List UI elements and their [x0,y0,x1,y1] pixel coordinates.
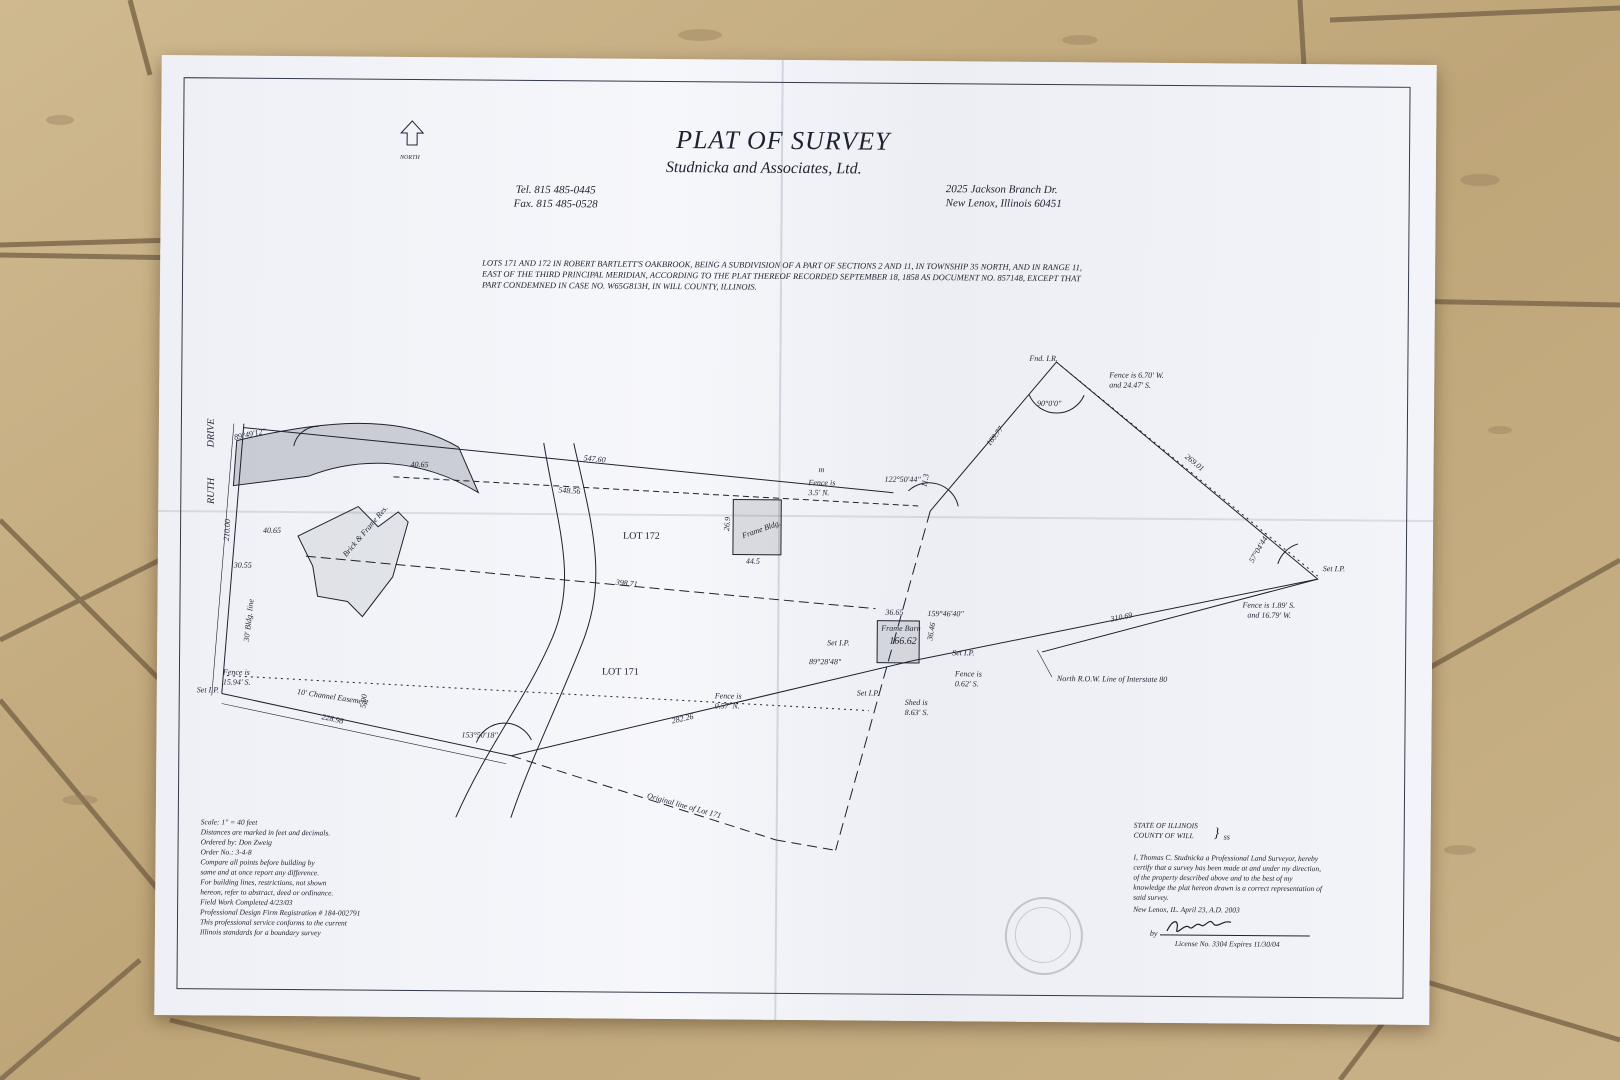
dim-36-65: 36.65 [885,607,904,617]
note-set-ip-mid-3: Set I.P. [856,688,880,698]
note-fence-15-94: Fence is [222,667,250,677]
surveyor-embossed-seal [1004,896,1084,976]
survey-notes: Scale: 1" = 40 feet Distances are marked… [200,817,401,939]
angle-arc-1 [294,426,319,446]
angle-arc-4 [476,723,531,743]
note-fence-3-5-b: 3.5' N. [808,488,830,498]
note-fence-0-57-b: 0.57' N. [714,701,740,711]
note-set-ip-east: Set I.P. [1322,564,1346,574]
south-lot-line [511,658,912,759]
note-fence-24-47: and 24.47' S. [1109,380,1151,390]
cert-ss: ss [1223,832,1230,842]
note-frame-barn: Frame Barn [881,623,921,633]
note-m-mark: m [818,465,825,475]
plat-drawing [154,55,1437,1025]
note-fence-3-5: Fence is [808,478,836,488]
dim-30-55: 30.55 [233,560,252,570]
dim-166-62: 166.62 [889,635,917,647]
angle-89-28-48: 89°28'48" [809,657,842,667]
note-north-row-interstate-80: North R.O.W. Line of Interstate 80 [1056,674,1168,684]
residence-footprint [297,506,408,617]
note-fence-16-79: and 16.79' W. [1247,610,1292,620]
southwest-lot-line [221,693,511,755]
fence-line-east [1055,362,1320,576]
north-lot-line [243,428,893,493]
angle-90-0-0: 90°0'0" [1037,398,1062,409]
angle-122-50-44: 122°50'44" [884,474,921,484]
note-set-ip-mid-1: Set I.P. [827,638,850,648]
dim-40-65-upper: 40.65 [410,459,429,470]
dim-210-00: 210.00 [221,518,233,542]
signature-line [1159,934,1310,937]
creek-line-east [511,443,597,819]
channel-easement-line [221,703,506,763]
note-set-ip-mid-2: Set I.P. [952,648,975,658]
setback-line [393,477,918,506]
lot-172-label: LOT 172 [622,530,660,542]
dim-40-65-lower: 40.65 [263,525,282,535]
frame-barn [876,620,920,664]
street-label-drive: DRIVE [205,418,217,448]
west-lot-line [222,424,244,694]
wooded-area [233,422,479,492]
fence-line-south [227,676,869,711]
angle-arc-5 [1278,544,1298,564]
north-row-line [912,576,1318,664]
street-label-ruth: RUTH [205,477,218,505]
note-fence-15-94-b: 15.94' S. [222,677,251,687]
note-shed-b: 8.63' S. [904,707,929,718]
note-fnd-ir: Fnd. I.R. [1029,353,1058,364]
lot-171-label: LOT 171 [601,666,639,678]
cert-brace: } [1213,826,1220,842]
cert-statement: I, Thomas C. Studnicka a Professional La… [1133,852,1322,902]
note-set-ip-west: Set I.P. [196,685,220,695]
dim-548-56: 548.56 [558,485,581,496]
lot-division-line [305,556,875,608]
original-line-lot-171 [511,756,777,840]
frame-building [732,499,782,556]
creek-line-west [456,442,566,818]
angle-arc-3 [908,483,958,507]
note-fence-6-70: Fence is 6.70' W. [1109,370,1164,380]
angle-153-50-18: 153°50'18" [461,730,498,740]
note-fence-0-62: Fence is [954,669,982,679]
cert-license: License No. 3304 Expires 11/30/04 [1174,938,1280,949]
dim-44-5: 44.5 [745,556,760,566]
surveyor-signature [1166,920,1232,933]
angle-159-46-40: 159°46'40" [927,609,964,619]
angle-arc-2 [1029,395,1084,413]
dashed-east-line [836,510,931,851]
survey-sheet: NORTH PLAT OF SURVEY Studnicka and Assoc… [154,55,1437,1025]
ruth-drive-edge [212,423,234,695]
cert-by: by [1149,928,1158,938]
dim-26-9: 26.9 [721,516,733,532]
triangle-parcel-lines [929,361,1319,654]
note-fence-0-62-b: 0.62' S. [954,679,979,689]
north-arrow-icon [400,120,425,146]
notes-line: Illinois standards for a boundary survey [199,927,321,938]
note-fence-0-57: Fence is [714,691,742,701]
note-shed: Shed is [904,697,928,708]
note-fence-1-89: Fence is 1.89' S. [1242,600,1296,610]
